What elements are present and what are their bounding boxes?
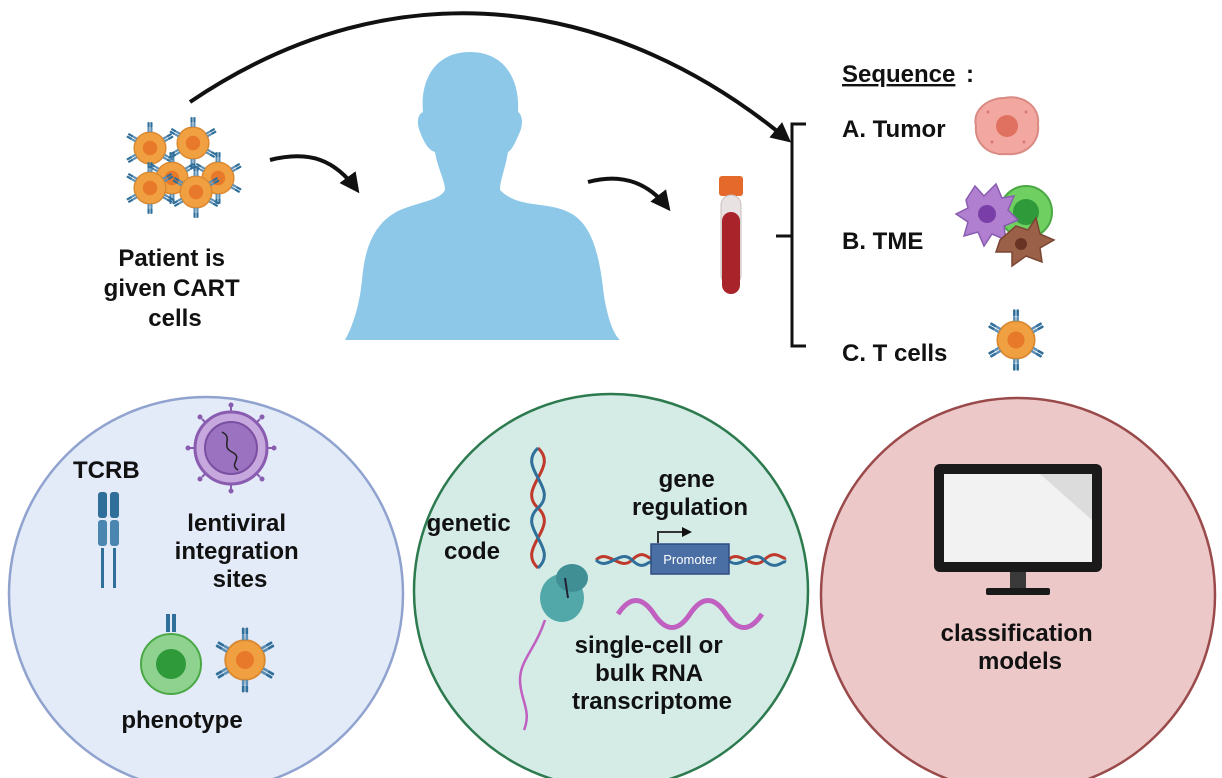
phenotype-t-cell-icon [140, 614, 202, 695]
phenotype-label: phenotype [121, 707, 242, 734]
sequence-item-tumor: A. Tumor [842, 116, 946, 143]
protein-chain-icon [518, 619, 547, 731]
human-body-icon [345, 52, 620, 340]
classification-label: classification models [941, 620, 1100, 675]
arrow-to-body [269, 154, 360, 194]
panel-left-circle [7, 395, 405, 778]
gene-regulation-label: gene regulation [632, 466, 748, 521]
lentivirus-icon [185, 402, 277, 494]
sequence-item-t-cells: C. T cells [842, 340, 947, 367]
promoter-box [650, 543, 730, 575]
sequence-header-colon: : [966, 61, 974, 88]
blood-sample-tube-icon [719, 176, 743, 294]
tumor-cell-icon [974, 96, 1040, 156]
sequence-bracket [776, 122, 806, 348]
top-arc-arrow [188, 11, 792, 143]
transcriptome-label: single-cell or bulk RNA transcriptome [572, 632, 732, 715]
t-cell-icon [988, 309, 1044, 370]
tme-cells-icon [954, 182, 1056, 268]
rna-wave-icon [615, 598, 765, 630]
computer-monitor-icon [934, 464, 1102, 595]
promoter-label: Promoter [663, 552, 717, 567]
ribosome-icon [540, 564, 588, 622]
genetic-code-label: genetic code [427, 510, 518, 565]
arrow-to-blood-tube [587, 176, 671, 212]
sequence-header: Sequence [842, 61, 955, 88]
sequence-item-tme: B. TME [842, 228, 923, 255]
dna-helix-icon [530, 446, 546, 570]
lentiviral-label: lentiviral integration sites [175, 510, 306, 593]
transcription-start-arrow [657, 527, 692, 543]
cart-cell-cluster-icon [126, 117, 241, 218]
regulatory-dna-strand-icon [594, 553, 787, 567]
tcrb-receptor-icon [98, 492, 119, 588]
panel-middle-circle [412, 392, 810, 778]
tcrb-label: TCRB [73, 457, 140, 484]
patient-label: Patient is given CART cells [104, 245, 247, 332]
